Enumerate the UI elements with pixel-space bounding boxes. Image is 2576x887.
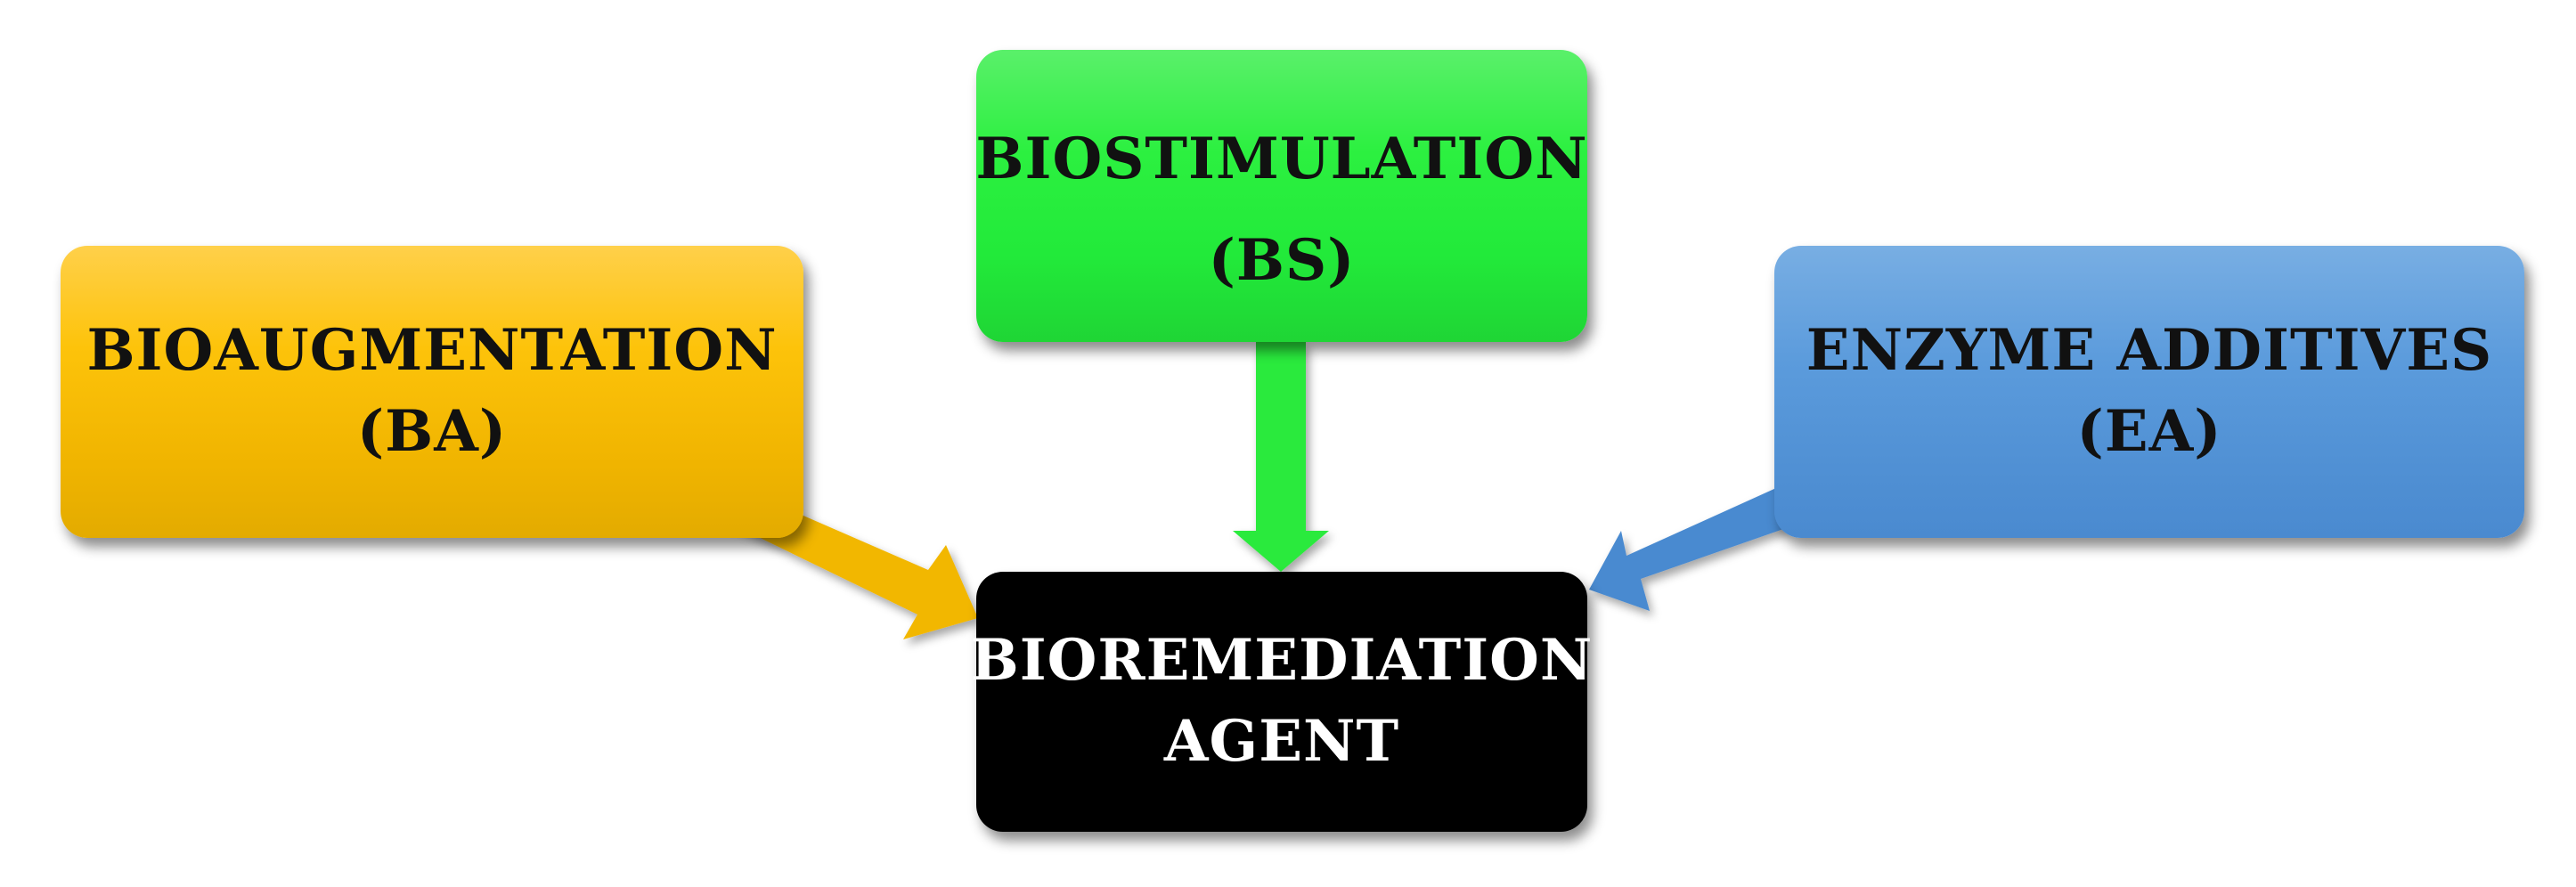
bioremediation-agent-title: BIOREMEDIATION bbox=[970, 627, 1594, 695]
enzyme-additives-title: ENZYME ADDITIVES bbox=[1806, 317, 2493, 385]
enzyme-additives-box: ENZYME ADDITIVES (EA) bbox=[1774, 246, 2524, 538]
bioremediation-agent-label: BIOREMEDIATION AGENT bbox=[971, 621, 1594, 783]
biostimulation-label: BIOSTIMULATION (BS) bbox=[975, 109, 1587, 312]
arrow-bs-to-agent bbox=[1233, 342, 1329, 572]
bioaugmentation-box: BIOAUGMENTATION (BA) bbox=[61, 246, 803, 538]
biostimulation-abbrev: (BS) bbox=[1208, 226, 1356, 294]
biostimulation-title: BIOSTIMULATION bbox=[975, 126, 1588, 192]
enzyme-additives-label: ENZYME ADDITIVES (EA) bbox=[1806, 311, 2492, 473]
bioaugmentation-abbrev: (BA) bbox=[356, 398, 508, 465]
arrow-ea-to-agent bbox=[1589, 488, 1789, 611]
biostimulation-box: BIOSTIMULATION (BS) bbox=[975, 50, 1587, 342]
bioremediation-agent-box: BIOREMEDIATION AGENT bbox=[971, 572, 1592, 832]
bioaugmentation-title: BIOAUGMENTATION bbox=[86, 317, 778, 385]
bioaugmentation-label: BIOAUGMENTATION (BA) bbox=[86, 311, 777, 473]
bioremediation-agent-subtitle: AGENT bbox=[1163, 708, 1400, 775]
enzyme-additives-abbrev: (EA) bbox=[2076, 398, 2222, 465]
